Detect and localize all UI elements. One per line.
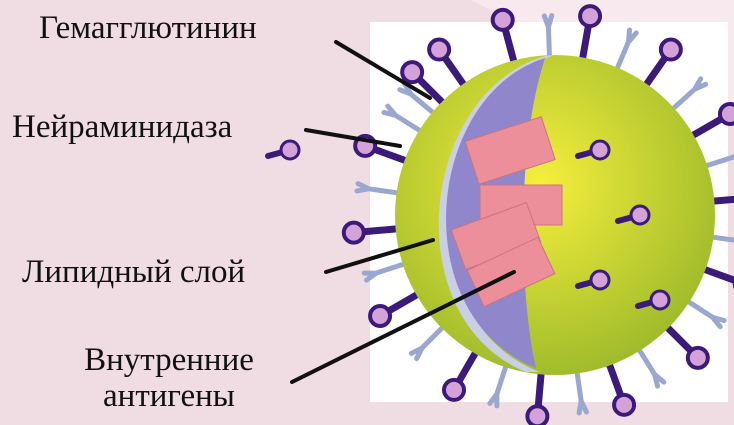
lipid-layer-label: Липидный слой [22, 254, 245, 290]
internal-antigens-label-line2: антигены [64, 378, 274, 414]
hemagglutinin-label: Гемагглютинин [39, 10, 257, 46]
internal-antigens-label: Внутренние антигены [64, 342, 274, 414]
internal-antigens-label-line1: Внутренние [64, 342, 274, 378]
neuraminidase-label: Нейраминидаза [12, 109, 232, 145]
front-hemagglutinin-spike [268, 141, 299, 159]
